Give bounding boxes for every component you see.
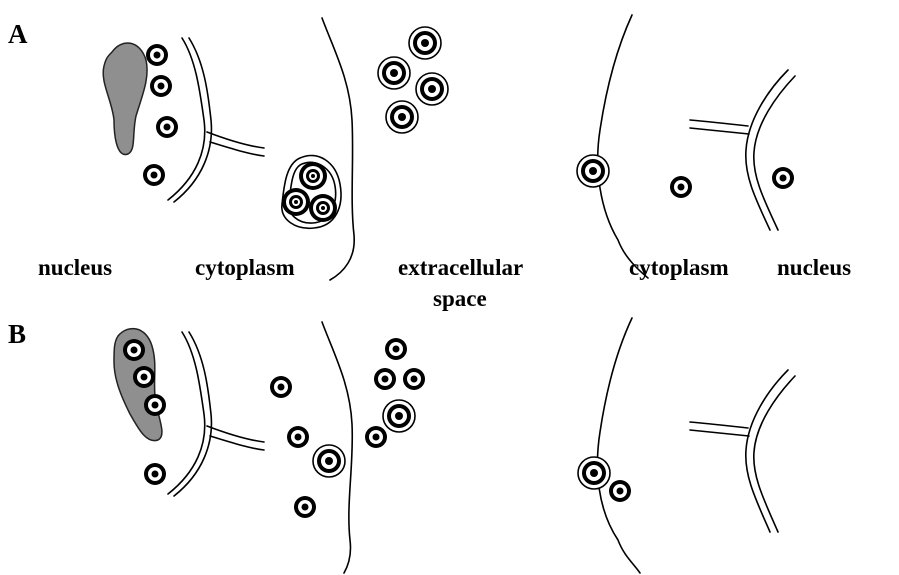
right-branch-a xyxy=(690,120,748,126)
particle-vesicle-a1 xyxy=(299,162,327,190)
particle-b12 xyxy=(609,480,631,502)
label-cytoplasm-left: cytoplasm xyxy=(195,255,295,280)
panel-a-label: A xyxy=(8,19,28,49)
panel-b-label: B xyxy=(8,319,26,349)
particle-a3 xyxy=(156,116,178,138)
right-branch-b-inner xyxy=(690,430,749,436)
coated-particle-b3 xyxy=(578,457,610,489)
particle-b11 xyxy=(365,426,387,448)
particle-nucleus-b1 xyxy=(123,339,145,361)
label-extracellular: extracellular xyxy=(398,255,523,280)
left-branch-a-inner xyxy=(210,142,264,156)
plasma-membrane-right-a xyxy=(598,15,648,278)
label-nucleus-right: nucleus xyxy=(777,255,851,280)
coated-particle-a5 xyxy=(577,155,609,187)
particle-b8 xyxy=(385,338,407,360)
panel-b: B xyxy=(8,318,795,573)
particle-a1 xyxy=(146,44,168,66)
coated-particle-a4 xyxy=(386,101,418,133)
particle-a5 xyxy=(670,176,692,198)
particle-vesicle-a3 xyxy=(309,194,337,222)
coated-particle-b2 xyxy=(383,400,415,432)
label-cytoplasm-right: cytoplasm xyxy=(629,255,729,280)
plasma-membrane-right-b xyxy=(597,318,640,573)
left-branch-b xyxy=(207,426,264,442)
particle-b4 xyxy=(144,463,166,485)
left-branch-a xyxy=(207,132,264,148)
coated-particle-a3 xyxy=(416,73,448,105)
particle-nucleus-b2 xyxy=(133,366,155,388)
particle-b10 xyxy=(403,368,425,390)
particle-b7 xyxy=(294,496,316,518)
right-branch-a-inner xyxy=(690,128,749,134)
left-branch-b-inner xyxy=(210,436,264,450)
particle-a4 xyxy=(143,164,165,186)
nucleus-shape-left xyxy=(103,43,147,155)
particle-nucleus-b3 xyxy=(144,394,166,416)
particle-a2 xyxy=(150,75,172,97)
plasma-membrane-left-a xyxy=(322,18,354,280)
coated-particle-a2 xyxy=(378,57,410,89)
panel-a: A xyxy=(8,15,795,280)
particle-b5 xyxy=(270,376,292,398)
coated-particle-a1 xyxy=(409,27,441,59)
coated-particle-b1 xyxy=(313,445,345,477)
particle-vesicle-a2 xyxy=(282,188,310,216)
particle-b9 xyxy=(374,368,396,390)
left-membrane-b xyxy=(168,332,205,494)
right-branch-b xyxy=(690,422,748,428)
label-space: space xyxy=(433,286,487,311)
particle-b6 xyxy=(287,426,309,448)
particle-a6 xyxy=(772,167,794,189)
label-nucleus-left: nucleus xyxy=(38,255,112,280)
compartment-labels: nucleus cytoplasm extracellular space cy… xyxy=(38,255,851,311)
